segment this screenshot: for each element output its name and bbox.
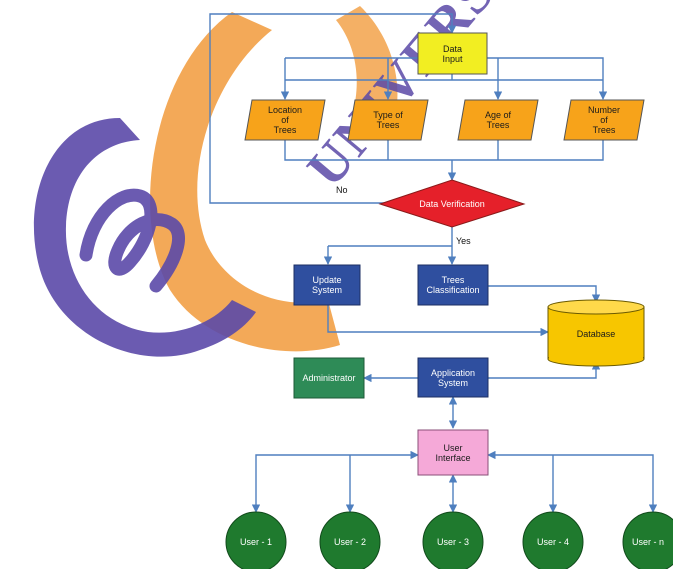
administrator-box: [293, 357, 365, 399]
no-label: No: [336, 185, 348, 195]
user-n-label: User - n: [631, 537, 664, 547]
application-system-box: [417, 357, 489, 398]
administrator-label: Administrator: [302, 373, 356, 383]
input-location-shape: [244, 99, 326, 141]
user-1-label: User - 1: [239, 537, 272, 547]
update-system-box: [293, 264, 361, 306]
user-interface-box: [417, 429, 489, 476]
user-4-circle: [522, 511, 584, 569]
user-1-circle: [225, 511, 287, 569]
decision-label: Data Verification: [419, 199, 485, 209]
connector-lines: [209, 13, 658, 513]
user-4-label: User - 4: [536, 537, 569, 547]
watermark-purple-inner: [79, 188, 185, 293]
user-n-circle: [622, 511, 673, 569]
trees-classification-box: [417, 264, 489, 306]
input-location-label: Location of Trees: [267, 105, 303, 135]
yes-label: Yes: [456, 236, 471, 246]
user-2-label: User - 2: [333, 537, 366, 547]
database-label: Database: [576, 329, 616, 339]
input-type-shape: [347, 99, 429, 141]
data-input-label: Data Input: [442, 43, 463, 64]
input-type-label: Type of Trees: [373, 110, 403, 130]
user-2-circle: [319, 511, 381, 569]
trees-classification-label: Trees Classification: [426, 275, 480, 295]
user-interface-label: User Interface: [435, 442, 471, 463]
user-3-label: User - 3: [436, 537, 469, 547]
input-number-label: Number of Trees: [587, 105, 620, 135]
watermark-orange-arc-right: [336, 6, 398, 128]
watermark-purple-ring: [33, 118, 256, 357]
data-verification-diamond: [378, 179, 526, 228]
user-3-circle: [422, 511, 484, 569]
application-system-label: Application System: [430, 367, 476, 388]
input-number-shape: [563, 99, 645, 141]
input-age-label: Age of Trees: [484, 110, 512, 130]
input-age-shape: [457, 99, 539, 141]
watermark-orange-arc: [150, 12, 340, 352]
update-system-label: Update System: [311, 275, 342, 295]
data-input-box: [417, 32, 488, 75]
database-cylinder: [547, 299, 645, 367]
